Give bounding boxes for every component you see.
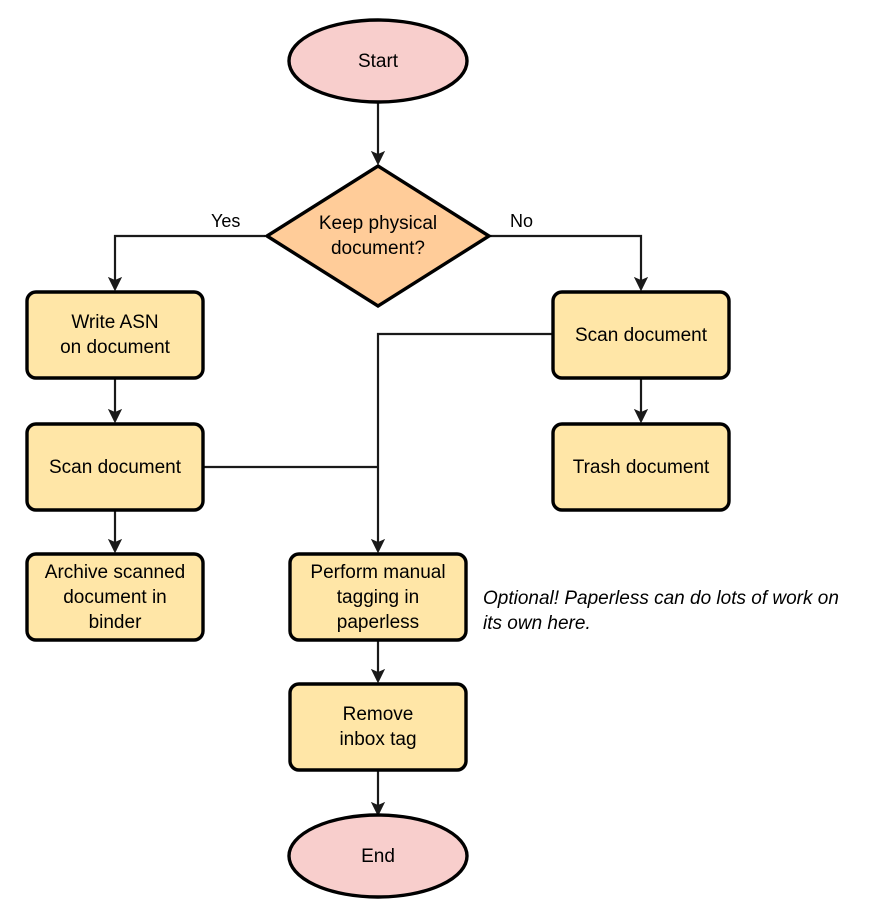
- node-start[interactable]: [287, 18, 469, 104]
- edge-scan-right-to-tagging: [370, 332, 552, 554]
- node-tagging[interactable]: [288, 552, 468, 642]
- node-scan-left[interactable]: [25, 422, 205, 512]
- optional-note: Optional! Paperless can do lots of work …: [483, 588, 839, 634]
- edge-label-yes: Yes: [211, 211, 241, 231]
- edge-label-no: No: [510, 211, 534, 231]
- node-scan-right[interactable]: [551, 290, 731, 380]
- node-decision[interactable]: [263, 163, 493, 309]
- node-trash[interactable]: [551, 422, 731, 512]
- node-write-asn[interactable]: [25, 290, 205, 380]
- node-end[interactable]: [287, 813, 469, 899]
- node-remove-inbox[interactable]: [288, 682, 468, 772]
- edge-decision-to-write-asn: [107, 234, 265, 292]
- node-archive[interactable]: [25, 552, 205, 642]
- edge-decision-to-scan-right: [490, 234, 649, 292]
